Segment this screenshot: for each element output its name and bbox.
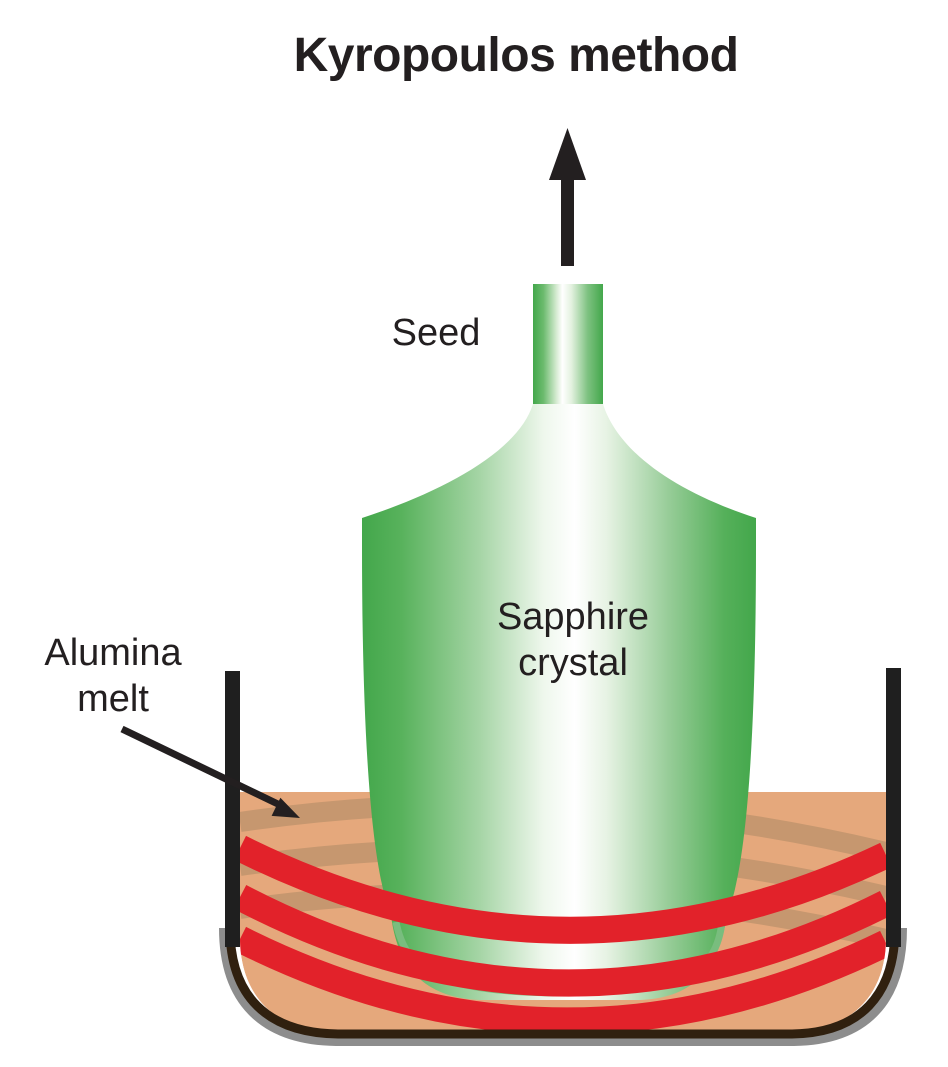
pull-up-arrow-icon xyxy=(549,128,586,266)
sapphire-crystal-label: Sapphire crystal xyxy=(497,594,649,686)
diagram-title: Kyropoulos method xyxy=(293,29,739,82)
alumina-melt-label: Alumina melt xyxy=(44,630,181,722)
sapphire-crystal-label-line1: Sapphire xyxy=(496,596,650,638)
alumina-melt-label-line2: melt xyxy=(77,678,149,720)
seed-crystal xyxy=(533,284,603,405)
crucible-wall-left xyxy=(225,671,240,947)
crucible-bottom xyxy=(225,927,900,1039)
heater-coil-front-3 xyxy=(240,926,886,1033)
seed-label: Seed xyxy=(391,312,481,354)
melt-pointer-arrow-icon xyxy=(120,725,300,818)
heater-coil-front-1 xyxy=(240,835,886,944)
crucible-outer-shadow xyxy=(219,927,907,1046)
crucible-wall-right xyxy=(886,668,901,947)
sapphire-crystal-label-line2: crystal xyxy=(518,642,628,684)
alumina-melt-label-line1: Alumina xyxy=(44,632,182,674)
heater-coil-front-2 xyxy=(240,885,886,997)
sapphire-crystal-body xyxy=(362,404,756,1000)
